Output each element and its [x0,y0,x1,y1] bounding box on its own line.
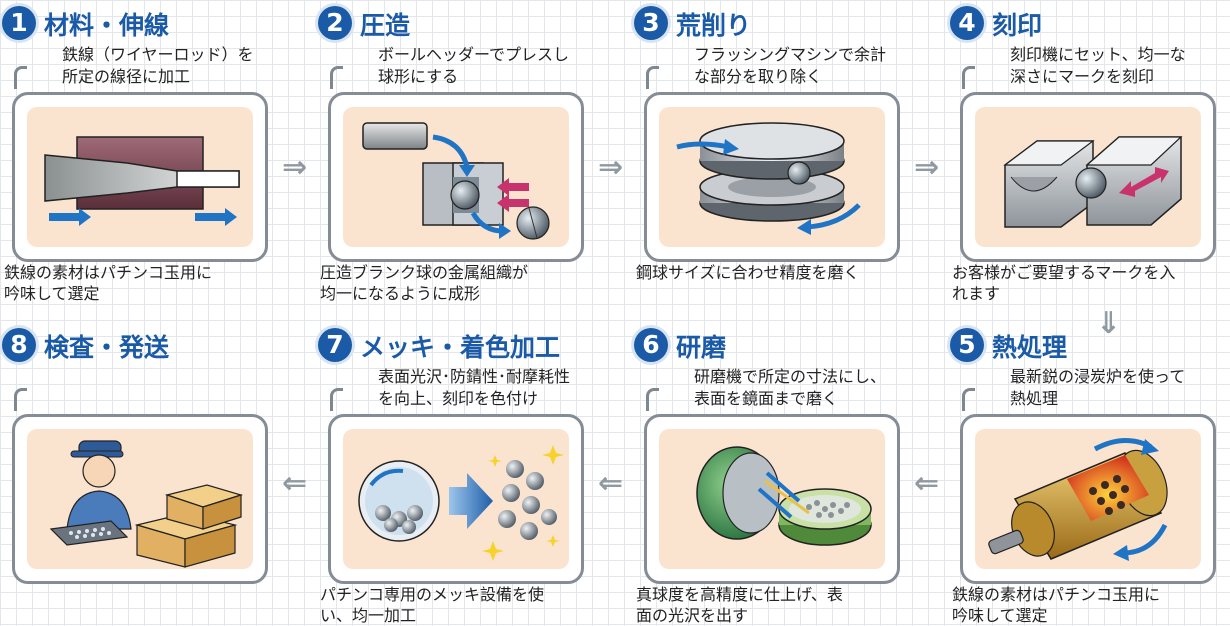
step-number: 7 [318,328,352,362]
step-frame [12,414,268,584]
step-frame [644,92,900,262]
heat-treatment-illustration [975,429,1201,569]
step-header: 4 刻印 [948,0,1228,44]
stamping-die-icon [1003,136,1183,228]
bracket-decoration [14,66,27,89]
step-6: 6 研磨 研磨機で所定の寸法にし、 表面を鏡面まで磨く [632,322,902,625]
step-frame [960,92,1216,262]
step-caption: 圧造ブランク球の金属組織が 均一になるように成形 [320,263,529,303]
arrow-right-icon: ⇒ [914,150,940,185]
step-4: 4 刻印 刻印機にセット、均一な 深さにマークを刻印 お客様がご要望するマークを… [948,0,1218,303]
step-8: 8 検査・発送 [0,322,270,622]
plating-drum-icon [358,445,564,561]
step-2: 2 圧造 ボールヘッダーでプレスし 球形にする [316,0,586,303]
step-title: 荒削り [676,11,752,40]
bracket-decoration [646,388,659,411]
step-description: 研磨機で所定の寸法にし、 表面を鏡面まで磨く [694,367,887,408]
bracket-decoration [330,388,343,411]
polishing-illustration [659,429,885,569]
step-frame [328,92,584,262]
bracket-decoration [330,66,343,89]
step-number: 2 [318,6,352,40]
step-description: 表面光沢･防錆性･耐摩耗性 を向上、刻印を色付け [378,367,571,408]
step-number: 3 [634,6,668,40]
bracket-decoration [962,66,975,89]
arrow-left-icon: ⇐ [598,466,624,501]
polishing-machine-icon [696,446,872,546]
step-caption: お客様がご要望するマークを入 れます [952,263,1176,303]
arrow-right-icon: ⇒ [598,150,624,185]
step-frame [644,414,900,584]
ball-header-icon [362,122,550,240]
step-description: 最新鋭の浸炭炉を使って 熱処理 [1010,367,1186,408]
step-frame [328,414,584,584]
inspection-illustration [27,429,253,569]
step-7: 7 メッキ・着色加工 表面光沢･防錆性･耐摩耗性 を向上、刻印を色付け [316,322,586,625]
step-title: メッキ・着色加工 [360,333,561,362]
step-header: 7 メッキ・着色加工 [316,322,596,366]
bracket-decoration [14,388,27,411]
step-caption: 鉄線の素材はパチンコ玉用に 吟味して選定 [4,263,213,303]
ball-heading-illustration [343,107,569,247]
step-header: 2 圧造 [316,0,596,44]
step-title: 研磨 [676,333,727,362]
grinding-discs-icon [676,122,861,235]
wire-drawing-icon [44,136,240,226]
arrow-down-icon: ⇓ [1096,306,1122,341]
step-header: 6 研磨 [632,322,912,366]
step-header: 1 材料・伸線 [0,0,280,44]
inspector-with-boxes-icon [49,440,244,568]
step-caption: 真球度を高精度に仕上げ、表 面の光沢を出す [636,585,843,625]
step-description: フラッシングマシンで余計 な部分を取り除く [694,45,887,86]
step-title: 検査・発送 [44,333,170,362]
arrow-left-icon: ⇐ [914,466,940,501]
step-number: 8 [2,328,36,362]
step-number: 1 [2,6,36,40]
step-description: ボールヘッダーでプレスし 球形にする [378,45,570,86]
wire-drawing-illustration [27,107,253,247]
step-caption: 鋼球サイズに合わせ精度を磨く [636,263,860,282]
step-title: 刻印 [992,11,1043,40]
carburizing-furnace-icon [988,438,1168,561]
stamping-illustration [975,107,1201,247]
bracket-decoration [962,388,975,411]
step-header: 8 検査・発送 [0,322,280,366]
bracket-decoration [646,66,659,89]
step-number: 4 [950,6,984,40]
step-3: 3 荒削り フラッシングマシンで余計 な部分を取り除く [632,0,902,300]
step-caption: パチンコ専用のメッキ設備を使 い、均一加工 [320,585,545,625]
arrow-right-icon: ⇒ [282,150,308,185]
step-title: 圧造 [360,11,411,40]
step-frame [960,414,1216,584]
flashing-machine-illustration [659,107,885,247]
step-title: 熱処理 [992,333,1068,362]
step-frame [12,92,268,262]
step-1: 1 材料・伸線 鉄線（ワイヤーロッド）を 所定の線径に加工 鉄線の素材はパチンコ… [0,0,270,303]
step-description: 鉄線（ワイヤーロッド）を 所定の線径に加工 [62,45,254,86]
step-header: 3 荒削り [632,0,912,44]
plating-illustration [343,429,569,569]
step-title: 材料・伸線 [44,11,170,40]
step-number: 5 [950,328,984,362]
step-5: 5 熱処理 最新鋭の浸炭炉を使って 熱処理 [948,322,1218,625]
step-header: 5 熱処理 [948,322,1228,366]
step-caption: 鉄線の素材はパチンコ玉用に 吟味して選定 [952,585,1161,625]
arrow-left-icon: ⇐ [282,466,308,501]
step-number: 6 [634,328,668,362]
step-description: 刻印機にセット、均一な 深さにマークを刻印 [1010,45,1186,86]
